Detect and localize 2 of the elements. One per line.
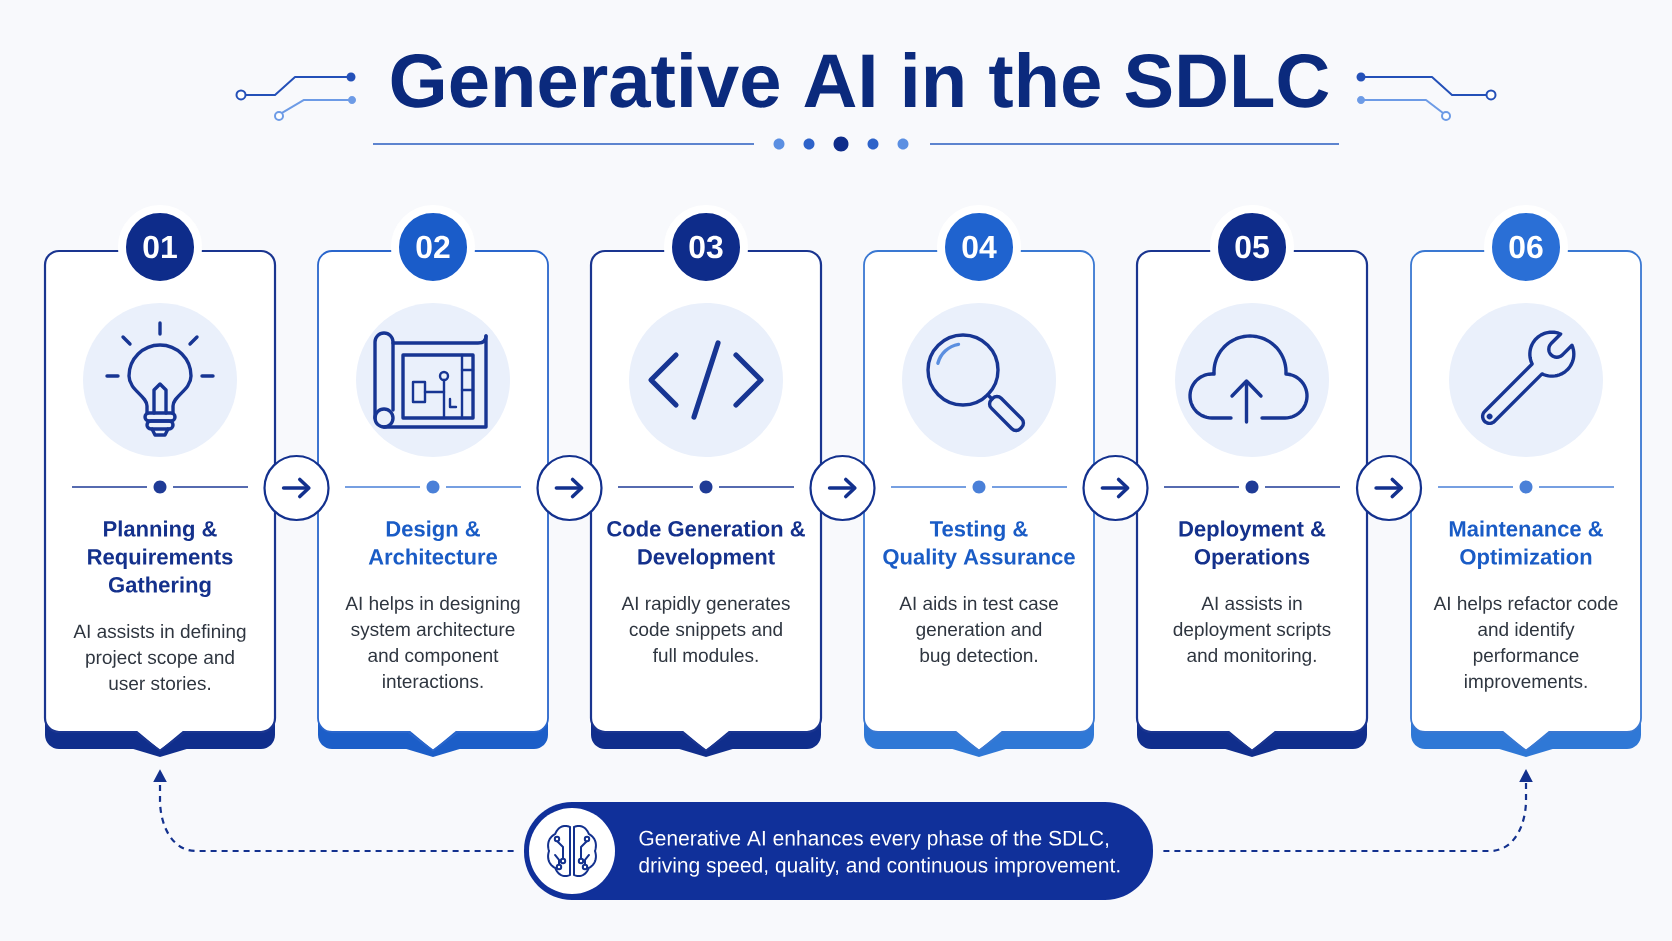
title: Generative AI in the SDLC [391, 51, 1329, 108]
banner-text: Generative AI enhances every phase of the SDLC, driving speed, quality, and continuous improvement. [639, 830, 1120, 877]
